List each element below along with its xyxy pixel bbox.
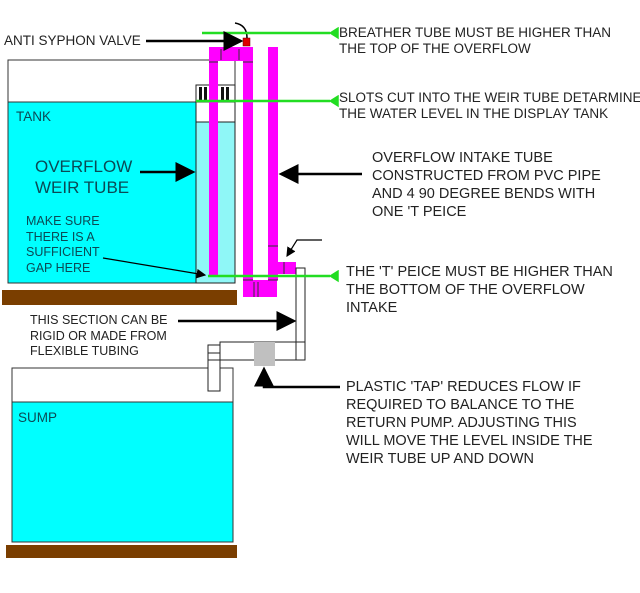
label-line: THE 'T' PEICE MUST BE HIGHER THAN (346, 264, 613, 280)
label-line: INTAKE (346, 300, 398, 316)
label-line: ONE 'T PEICE (372, 204, 467, 220)
label-line: CONSTRUCTED FROM PVC PIPE (372, 168, 601, 184)
sump-water (11, 401, 234, 543)
label-line: THE WATER LEVEL IN THE DISPLAY TANK (339, 106, 609, 121)
section-label: THIS SECTION CAN BE RIGID OR MADE FROM F… (30, 313, 168, 360)
label-line: WEIR TUBE (35, 178, 130, 197)
label-line: BREATHER TUBE MUST BE HIGHER THAN (339, 25, 612, 40)
label-line: THE TOP OF THE OVERFLOW (339, 41, 531, 56)
t-peice-label: THE 'T' PEICE MUST BE HIGHER THAN THE BO… (346, 263, 613, 317)
level-lines (196, 26, 339, 283)
label-line: OVERFLOW (35, 157, 133, 176)
gap-label: MAKE SURE THERE IS A SUFFICIENT GAP HERE (26, 214, 100, 276)
label-line: FLEXIBLE TUBING (30, 344, 139, 358)
label-line: REQUIRED TO BALANCE TO THE (346, 397, 575, 413)
anti-syphon-label: ANTI SYPHON VALVE (4, 33, 141, 48)
tank-stand (2, 290, 237, 305)
slots-label: SLOTS CUT INTO THE WEIR TUBE DETARMINE T… (339, 90, 640, 122)
tap-arrow (254, 366, 340, 389)
sump-tank (11, 359, 234, 543)
sump-label: SUMP (18, 410, 58, 425)
label-line: RIGID OR MADE FROM (30, 328, 167, 343)
breather-label: BREATHER TUBE MUST BE HIGHER THAN THE TO… (339, 25, 611, 57)
label-line: PLASTIC 'TAP' REDUCES FLOW IF (346, 379, 581, 395)
plastic-tap (254, 342, 275, 366)
label-line: AND 4 90 DEGREE BENDS WITH (372, 186, 596, 202)
anti-syphon-valve (242, 37, 251, 47)
label-line: MAKE SURE (26, 214, 100, 228)
label-line: THIS SECTION CAN BE (30, 313, 168, 327)
sump-stand (6, 545, 237, 558)
overflow-weir-label: OVERFLOW WEIR TUBE (35, 156, 132, 198)
label-line: WEIR TUBE UP AND DOWN (346, 451, 534, 467)
t-peice-arrow (286, 239, 322, 258)
label-line: THERE IS A (26, 229, 95, 244)
tap-label: PLASTIC 'TAP' REDUCES FLOW IF REQUIRED T… (346, 378, 593, 468)
label-line: SLOTS CUT INTO THE WEIR TUBE DETARMINE (339, 90, 640, 105)
valve-breather (234, 22, 248, 39)
tank-label: TANK (16, 109, 52, 124)
label-line: GAP HERE (26, 260, 91, 275)
label-line: THE BOTTOM OF THE OVERFLOW (346, 282, 585, 298)
label-line: SUFFICIENT (26, 245, 100, 259)
label-line: WILL MOVE THE LEVEL INSIDE THE (346, 433, 593, 449)
intake-tube-label: OVERFLOW INTAKE TUBE CONSTRUCTED FROM PV… (372, 149, 601, 221)
label-line: RETURN PUMP. ADJUSTING THIS (346, 415, 577, 431)
gap-arrow (102, 257, 207, 279)
pointer-arrows (140, 31, 362, 389)
label-line: OVERFLOW INTAKE TUBE (372, 150, 553, 166)
